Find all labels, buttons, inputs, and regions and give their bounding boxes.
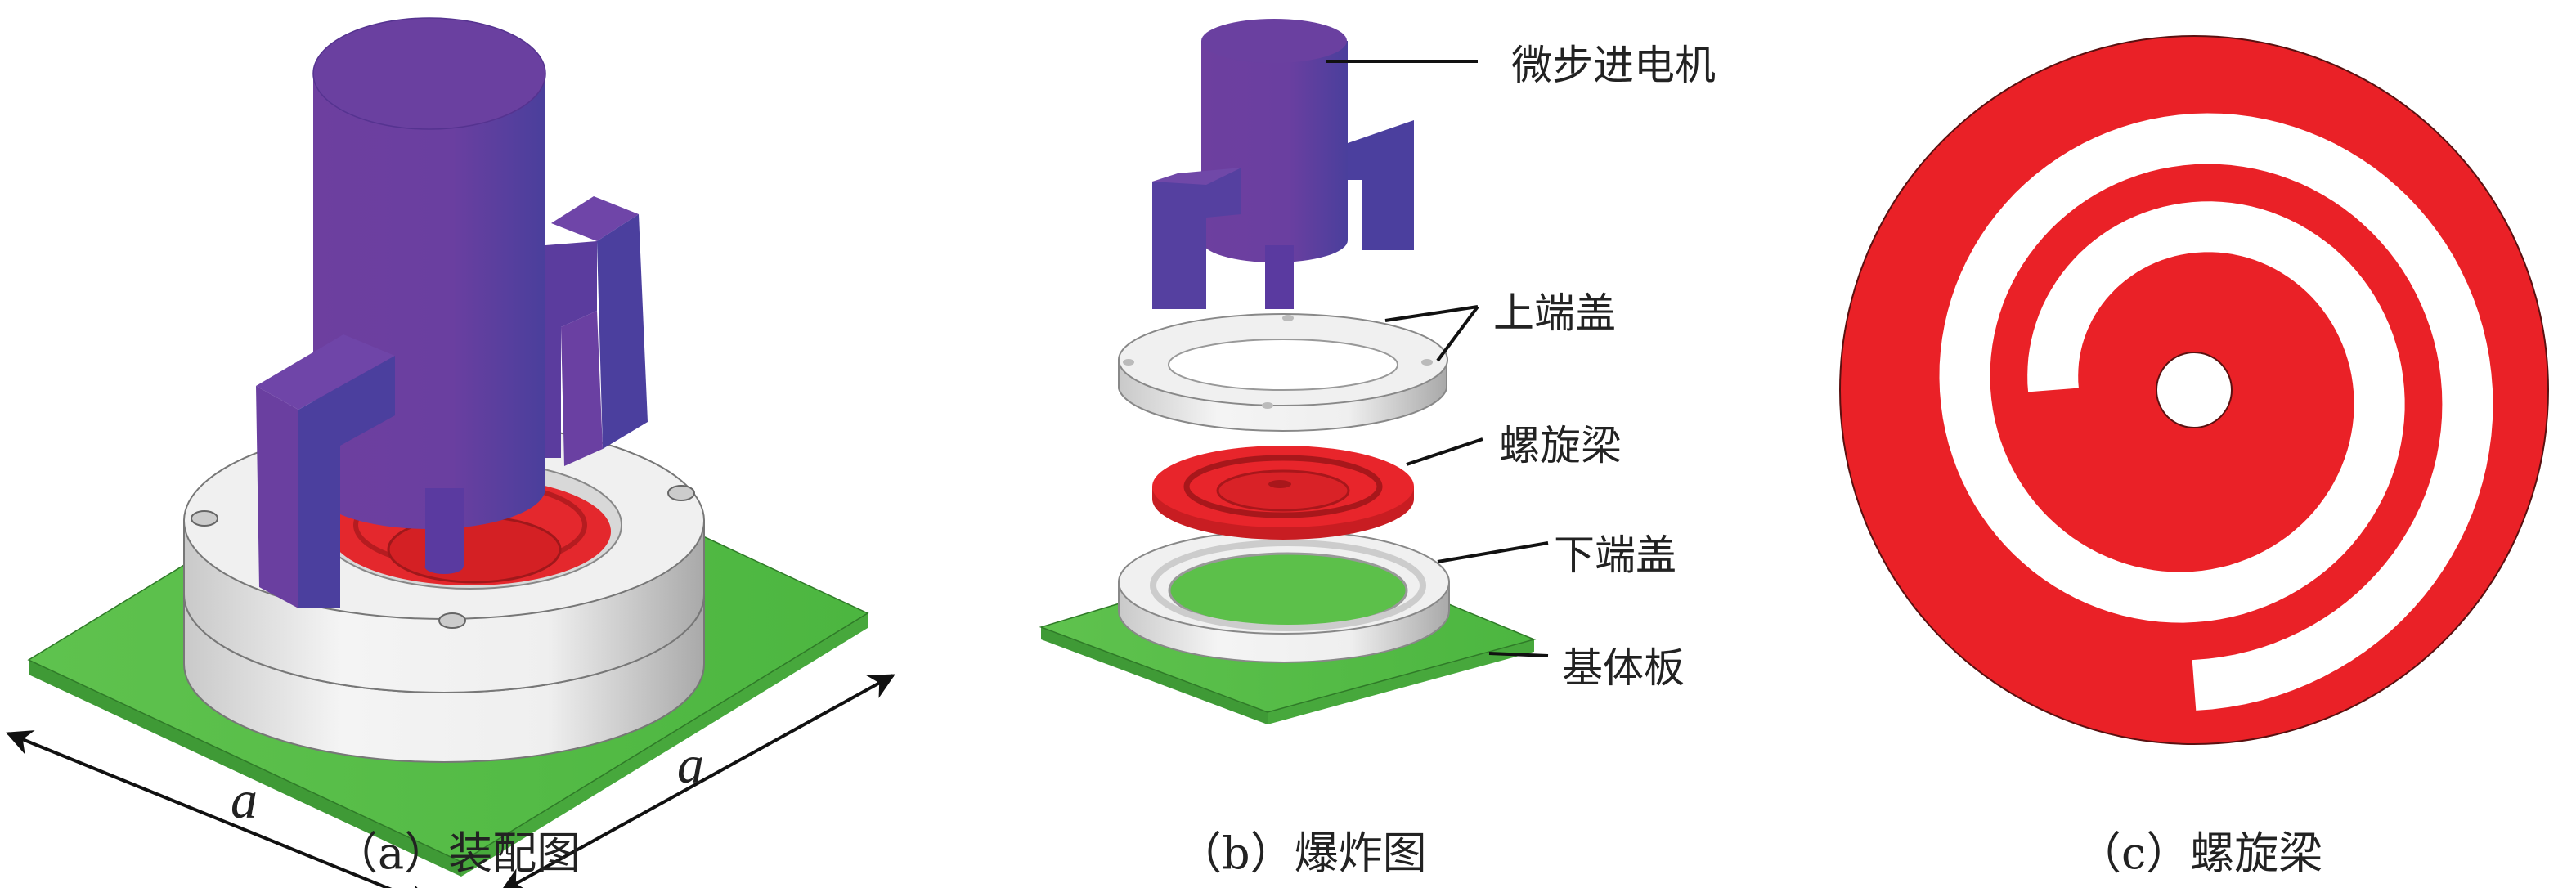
stepper-motor [256, 17, 648, 608]
exploded-view: 微步进电机 上端盖 螺旋梁 下端盖 基体板 （b）爆炸图 [1039, 19, 1716, 879]
dimension-arrow-right [500, 674, 895, 888]
leader-lines [1326, 60, 1549, 657]
center-hole [2156, 352, 2233, 428]
motor-bracket-left [256, 334, 395, 608]
caption-assembly: （a）装配图 [334, 827, 581, 879]
spiral-slot [1939, 113, 2493, 711]
dimension-label-width: a [231, 770, 258, 830]
caption-exploded: （b）爆炸图 [1178, 827, 1427, 879]
label-lower-cap: 下端盖 [1554, 531, 1676, 579]
dimension-label-depth: a [677, 735, 704, 795]
dimension-arrow-left [6, 730, 434, 888]
label-motor: 微步进电机 [1511, 42, 1716, 89]
motor-bracket-right [545, 196, 648, 466]
spiral-beam-view: （c）螺旋梁 [1839, 35, 2549, 879]
label-upper-cap: 上端盖 [1493, 289, 1616, 337]
caption-spiral: （c）螺旋梁 [2077, 827, 2322, 879]
spiral-beam-exploded [1152, 446, 1414, 540]
lower-cap-exploded [1118, 530, 1450, 663]
label-spiral-beam: 螺旋梁 [1499, 422, 1622, 469]
upper-cap-exploded [1118, 313, 1448, 433]
stepper-motor-exploded [1152, 19, 1414, 309]
label-base-plate: 基体板 [1562, 644, 1685, 692]
assembly-view: a a （a）装配图 [6, 17, 895, 888]
mounting-holes [191, 485, 695, 629]
